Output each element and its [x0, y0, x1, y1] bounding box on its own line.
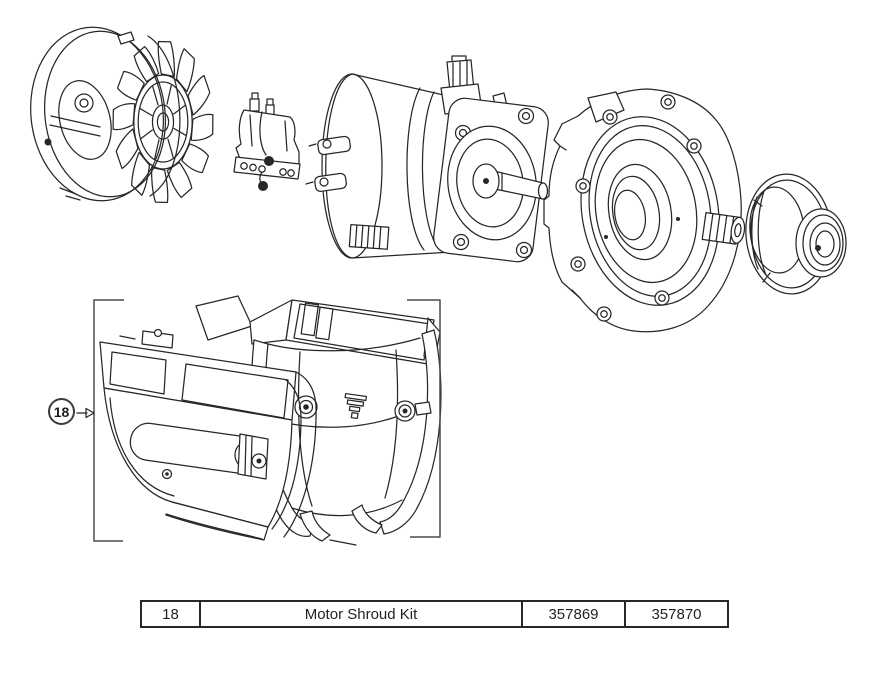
- impeller-drawing: [745, 173, 847, 295]
- callout-arrow: [76, 407, 95, 419]
- shroud-left-half: [99, 328, 317, 541]
- bracket-part-drawing: [233, 92, 301, 191]
- parts-table: 18 Motor Shroud Kit 357869 357870: [140, 600, 729, 628]
- part-number-a-cell: 357869: [521, 602, 624, 626]
- motor-drawing: [305, 55, 549, 263]
- seal-plate-drawing: [543, 88, 746, 333]
- part-number-b-cell: 357870: [624, 602, 727, 626]
- description-cell: Motor Shroud Kit: [199, 602, 521, 626]
- callout-18-label: 18: [48, 398, 75, 425]
- callout-bracket: [93, 299, 441, 542]
- motor-shroud-drawing: [99, 295, 442, 546]
- end-cover-fan-drawing: [30, 26, 216, 207]
- item-number-cell: 18: [162, 605, 179, 623]
